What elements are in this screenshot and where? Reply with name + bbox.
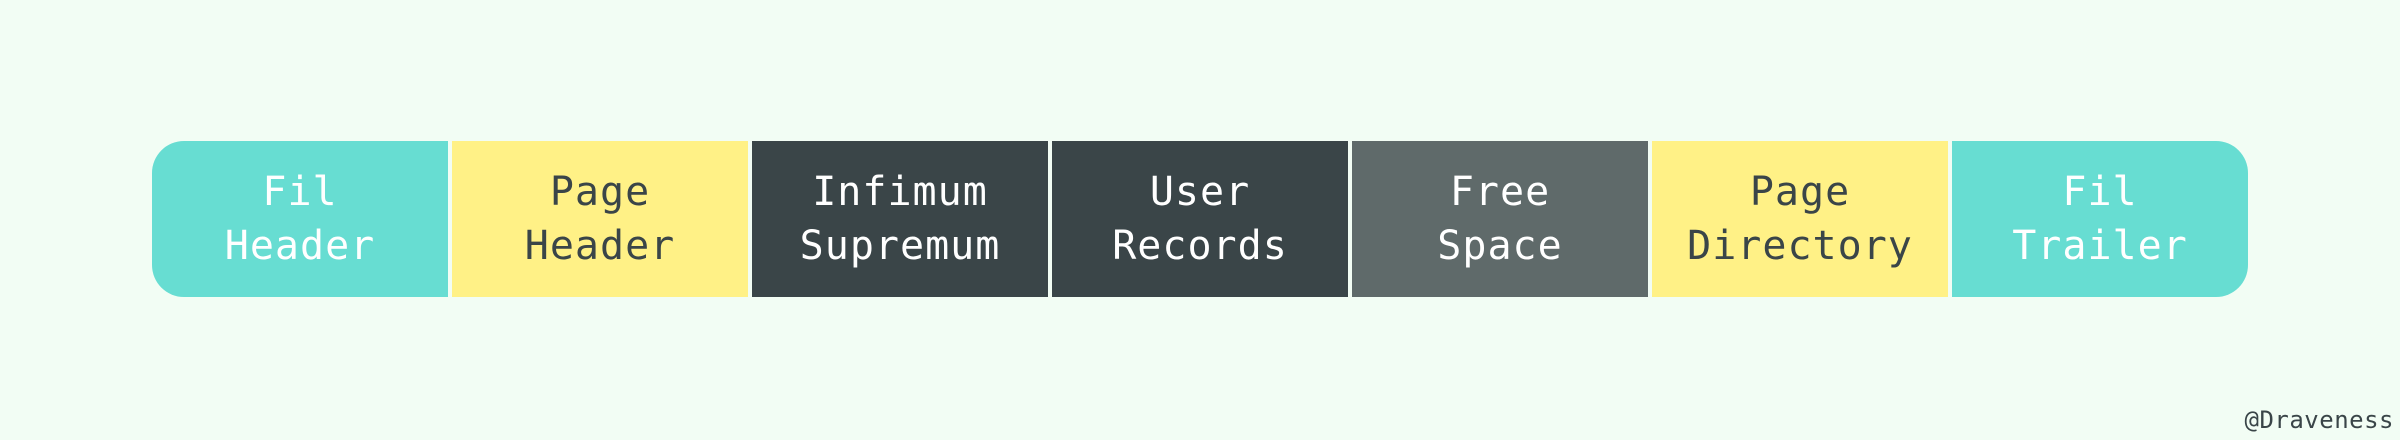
segment-user-records: User Records: [1052, 141, 1348, 297]
segment-label-line1: User: [1149, 169, 1251, 215]
segment-label-line2: Trailer: [2012, 223, 2188, 269]
segment-label-line2: Header: [224, 223, 376, 269]
segment-label-line2: Header: [524, 223, 676, 269]
segment-label-line1: Free: [1449, 169, 1551, 215]
segment-label-line2: Records: [1112, 223, 1288, 269]
segment-page-header: Page Header: [452, 141, 748, 297]
segment-infimum-supremum: Infimum Supremum: [752, 141, 1048, 297]
segment-label-line1: Fil: [2062, 169, 2138, 215]
segment-label-line2: Space: [1437, 223, 1563, 269]
author-watermark: @Draveness: [2244, 406, 2394, 434]
segment-label-line2: Directory: [1687, 223, 1913, 269]
page-structure-diagram: Fil Header Page Header Infimum Supremum …: [152, 141, 2248, 297]
segment-label-line1: Page: [549, 169, 651, 215]
segment-label-line2: Supremum: [799, 223, 1001, 269]
segment-label-line1: Infimum: [812, 169, 988, 215]
segment-fil-header: Fil Header: [152, 141, 448, 297]
segment-fil-trailer: Fil Trailer: [1952, 141, 2248, 297]
segment-page-directory: Page Directory: [1652, 141, 1948, 297]
segment-label-line1: Page: [1749, 169, 1851, 215]
segment-free-space: Free Space: [1352, 141, 1648, 297]
segment-label-line1: Fil: [262, 169, 338, 215]
